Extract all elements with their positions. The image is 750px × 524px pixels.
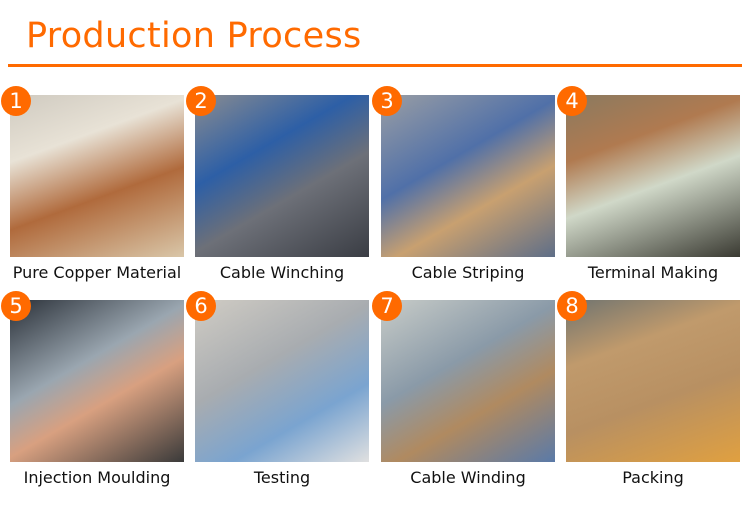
step-label: Packing: [622, 468, 684, 487]
step-photo-packed-boxes: [566, 300, 740, 462]
step-number-badge: 7: [372, 291, 402, 321]
step-photo-striping-machine: [381, 95, 555, 257]
step-number-badge: 4: [557, 86, 587, 116]
step-label: Testing: [253, 468, 311, 487]
page-title: Production Process: [26, 16, 362, 56]
step-number-badge: 1: [1, 86, 31, 116]
step-photo-cable-winding: [381, 300, 555, 462]
step-photo-copper-spools: [10, 95, 184, 257]
step-label: Pure Copper Material: [12, 263, 182, 282]
step-label: Terminal Making: [587, 263, 719, 282]
step-number-badge: 8: [557, 291, 587, 321]
step-label: Injection Moulding: [23, 468, 171, 487]
step-label: Cable Winching: [219, 263, 345, 282]
step-number-badge: 3: [372, 86, 402, 116]
step-number-badge: 2: [186, 86, 216, 116]
step-label: Cable Striping: [411, 263, 525, 282]
step-photo-terminal-machine: [566, 95, 740, 257]
step-photo-testing-equipment: [195, 300, 369, 462]
step-photo-injection-moulding: [10, 300, 184, 462]
step-number-badge: 5: [1, 291, 31, 321]
title-underline: [8, 64, 742, 67]
step-number-badge: 6: [186, 291, 216, 321]
step-label: Cable Winding: [410, 468, 526, 487]
step-photo-winching-machine: [195, 95, 369, 257]
